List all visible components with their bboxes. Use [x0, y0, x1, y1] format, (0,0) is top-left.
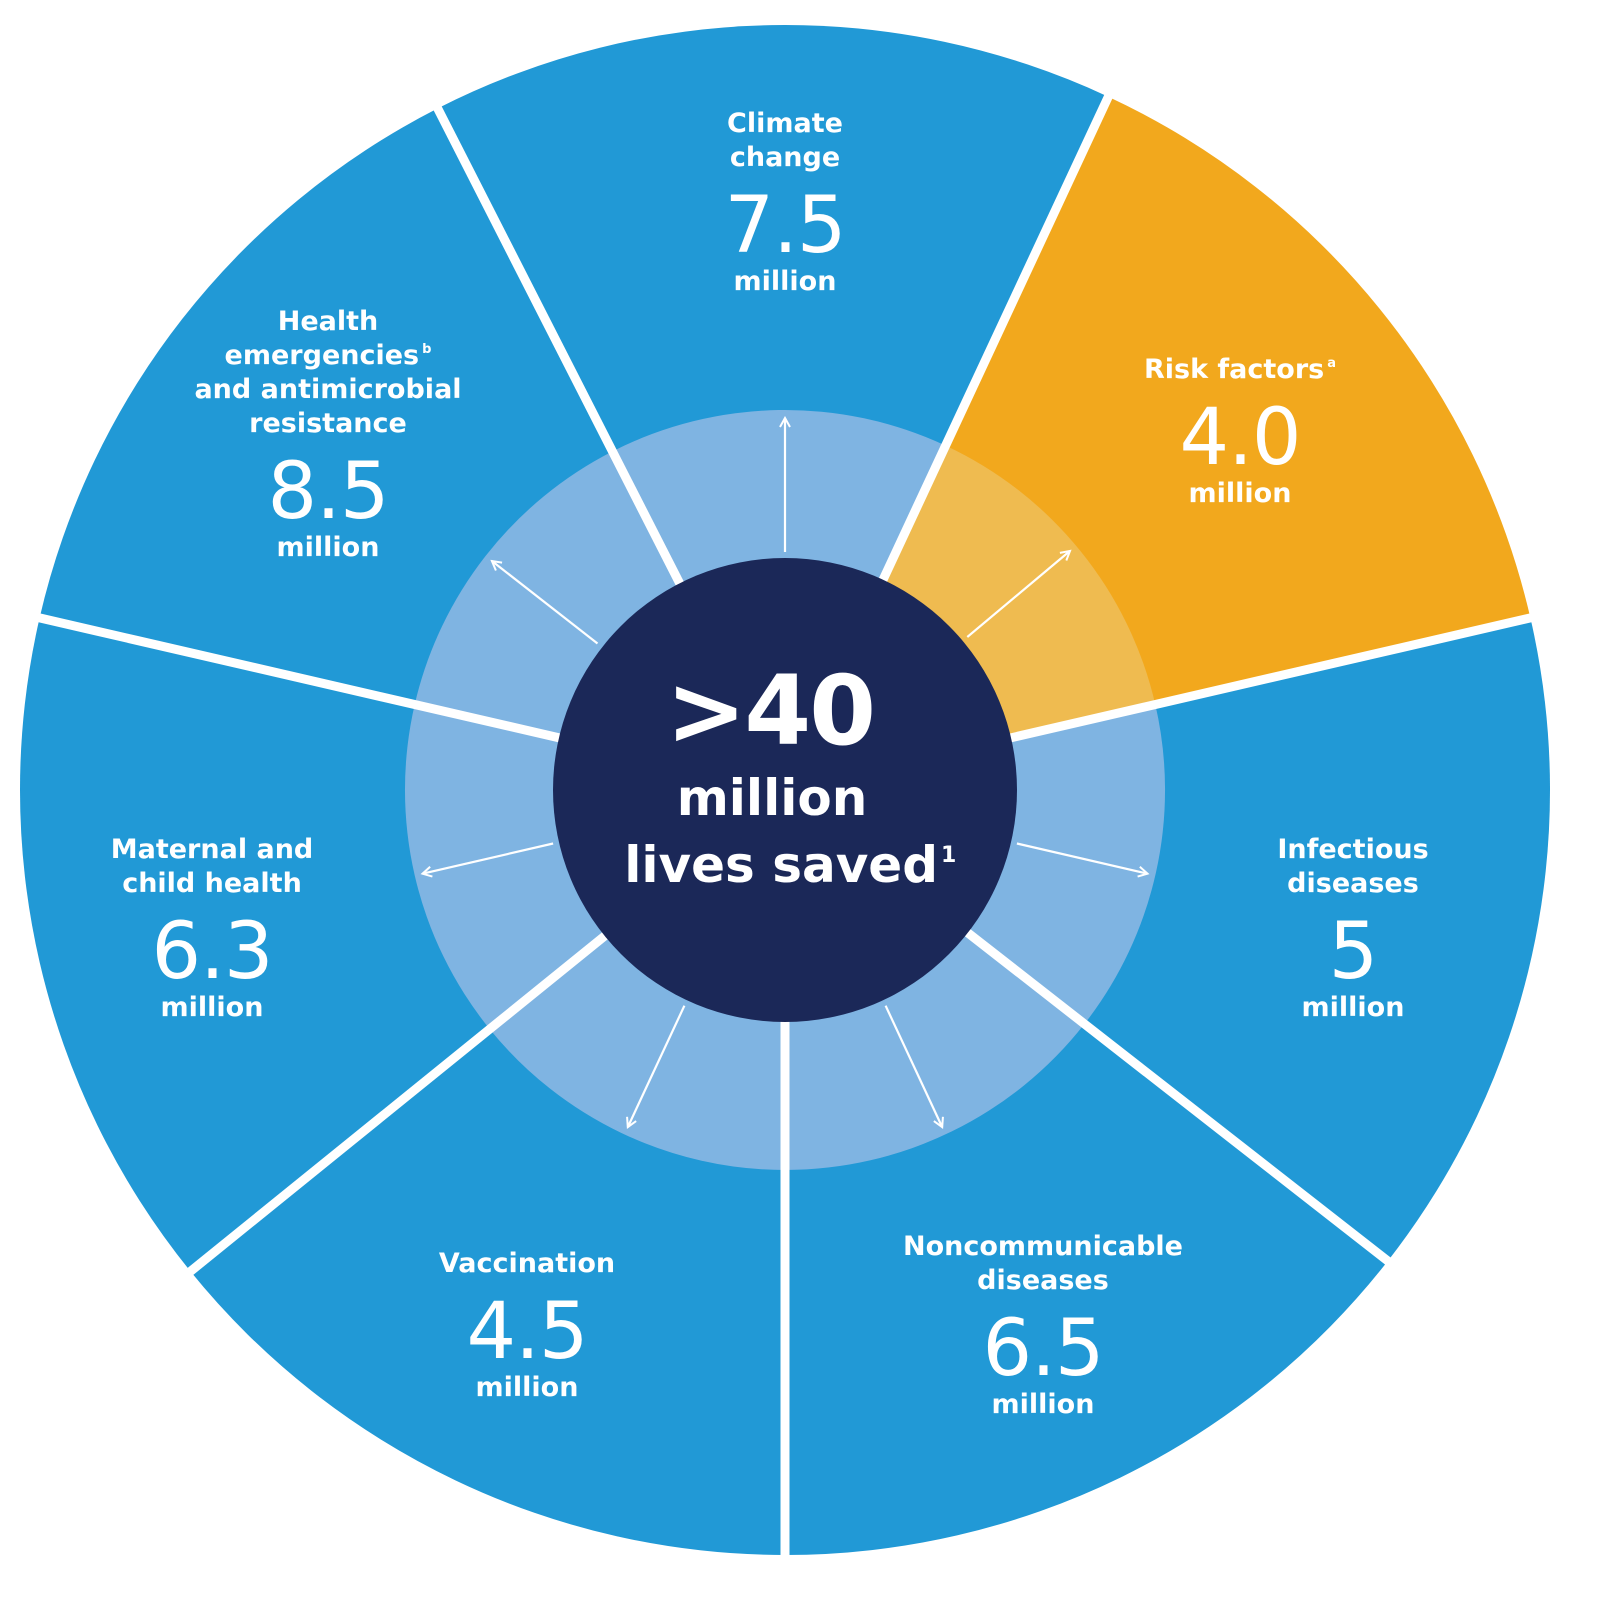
- segment-value: 6.5: [982, 1304, 1103, 1394]
- center-footnote: 1: [941, 843, 956, 868]
- radiating-arrows: [423, 418, 1148, 1127]
- arrow-risk-factors: [966, 551, 1070, 638]
- segment-label-line: child health: [122, 868, 302, 899]
- footnote-marker: b: [422, 342, 431, 357]
- segment-unit: million: [476, 1372, 579, 1403]
- center-caption: lives saved: [624, 836, 938, 894]
- segment-value: 6.3: [151, 907, 272, 997]
- segment-unit: million: [992, 1389, 1095, 1420]
- segment-value: 8.5: [267, 447, 388, 537]
- center-unit: million: [677, 769, 868, 827]
- segment-label-line: Infectious: [1277, 834, 1428, 865]
- segment-value: 4.5: [466, 1287, 587, 1377]
- segment-label-line: Vaccination: [439, 1248, 615, 1279]
- segment-unit: million: [277, 532, 380, 563]
- segment-label-line: diseases: [1287, 868, 1419, 899]
- segment-label-line: and antimicrobial: [194, 374, 461, 405]
- arrow-health-emergencies-amr: [492, 561, 599, 645]
- segment-label-line: Climate: [727, 108, 843, 139]
- arrow-noncommunicable-diseases: [884, 1005, 943, 1127]
- center-circle: [553, 558, 1017, 1022]
- segment-value: 5: [1329, 907, 1378, 997]
- segment-unit: million: [1302, 992, 1405, 1023]
- segment-unit: million: [734, 266, 837, 297]
- arrow-maternal-child-health: [423, 842, 554, 874]
- segment-value: 7.5: [724, 181, 845, 271]
- arrow-infectious-diseases: [1016, 842, 1148, 874]
- segment-label-line: resistance: [249, 408, 407, 439]
- segment-value: 4.0: [1179, 393, 1300, 483]
- footnote-marker: a: [1327, 356, 1336, 371]
- segment-climate-change: [437, 25, 1109, 791]
- segment-unit: million: [161, 992, 264, 1023]
- segment-label-line: diseases: [977, 1265, 1109, 1296]
- inner-ring: [404, 409, 1166, 1170]
- center-summary: >40 million lives saved 1: [624, 655, 956, 894]
- segment-label-line: change: [730, 142, 840, 173]
- arrow-vaccination: [628, 1005, 686, 1127]
- segment-label-line: Noncommunicable: [903, 1231, 1183, 1262]
- center-value: >40: [666, 655, 874, 767]
- segment-label-line: Health: [278, 306, 379, 337]
- segment-label-line: Maternal and: [111, 834, 314, 865]
- segment-unit: million: [1189, 478, 1292, 509]
